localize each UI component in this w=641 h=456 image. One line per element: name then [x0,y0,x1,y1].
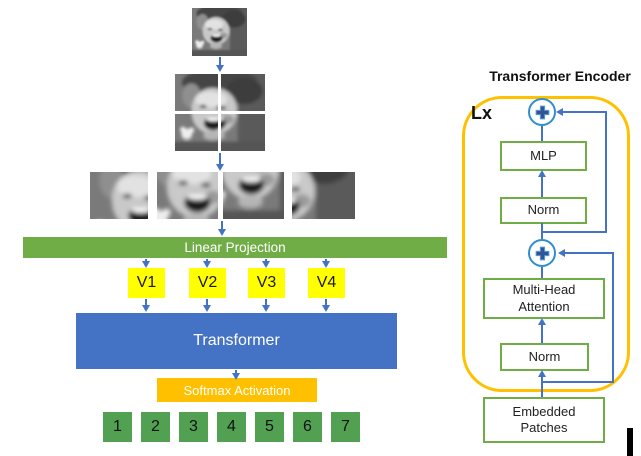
mha-label-line1: Multi-Head [512,282,576,298]
patch-token-v1: V1 [128,268,165,298]
norm-label: Norm [527,202,560,218]
transformer-label: Transformer [193,332,280,349]
repeat-label-text: Lx [471,103,493,123]
face-patch-4 [292,172,355,219]
norm-box-top: Norm [500,197,587,224]
encoder-frame [462,96,630,392]
class-label: 7 [341,418,350,435]
token-label: V1 [136,274,157,291]
class-label: 2 [151,418,160,435]
class-label: 1 [113,418,122,435]
norm-label: Norm [528,348,561,364]
multi-head-attention-box: Multi-Head Attention [483,278,605,319]
class-box-4: 4 [217,412,246,442]
residual-add-node-top [528,98,556,126]
class-label: 6 [303,418,312,435]
encoder-title-text: Transformer Encoder [489,68,631,84]
face-quadrant-top-right [221,74,265,111]
mlp-box: MLP [500,141,587,171]
linear-projection-bar: Linear Projection [23,237,447,258]
face-quadrant-bottom-left [175,114,218,151]
face-patch-1 [90,172,148,219]
embedded-patches-box: Embedded Patches [483,397,605,443]
mlp-label: MLP [530,147,557,163]
residual-add-node-bottom [528,239,556,267]
face-patch-3 [223,172,284,219]
class-label: 5 [265,418,274,435]
class-box-7: 7 [331,412,360,442]
linear-projection-label: Linear Projection [184,240,286,255]
input-face-image [192,8,247,56]
patch-token-v4: V4 [308,268,345,298]
class-box-3: 3 [179,412,208,442]
patch-token-v3: V3 [248,268,285,298]
token-label: V2 [197,274,218,291]
class-output-row: 1 2 3 4 5 6 7 [103,412,360,442]
face-quadrant-top-left [175,74,218,111]
repeat-count-label: Lx [471,103,511,124]
add-icon [535,105,549,119]
class-box-1: 1 [103,412,132,442]
class-box-6: 6 [293,412,322,442]
add-icon [535,246,549,260]
patch-token-v2: V2 [189,268,226,298]
embedded-label-line2: Patches [520,420,568,435]
class-box-5: 5 [255,412,284,442]
embedded-label-line1: Embedded [512,403,576,419]
face-patch-2 [157,172,218,219]
class-label: 3 [189,418,198,435]
face-quadrant-bottom-right [221,114,265,151]
softmax-label: Softmax Activation [183,382,291,398]
class-box-2: 2 [141,412,170,442]
norm-box-bottom: Norm [500,343,589,371]
encoder-title: Transformer Encoder [475,68,641,84]
mha-label-line2: Attention [518,298,570,314]
class-label: 4 [227,418,236,435]
transformer-box: Transformer [76,313,397,369]
token-label: V3 [256,274,277,291]
black-bar [627,428,633,456]
token-label: V4 [316,274,337,291]
softmax-box: Softmax Activation [157,378,317,402]
